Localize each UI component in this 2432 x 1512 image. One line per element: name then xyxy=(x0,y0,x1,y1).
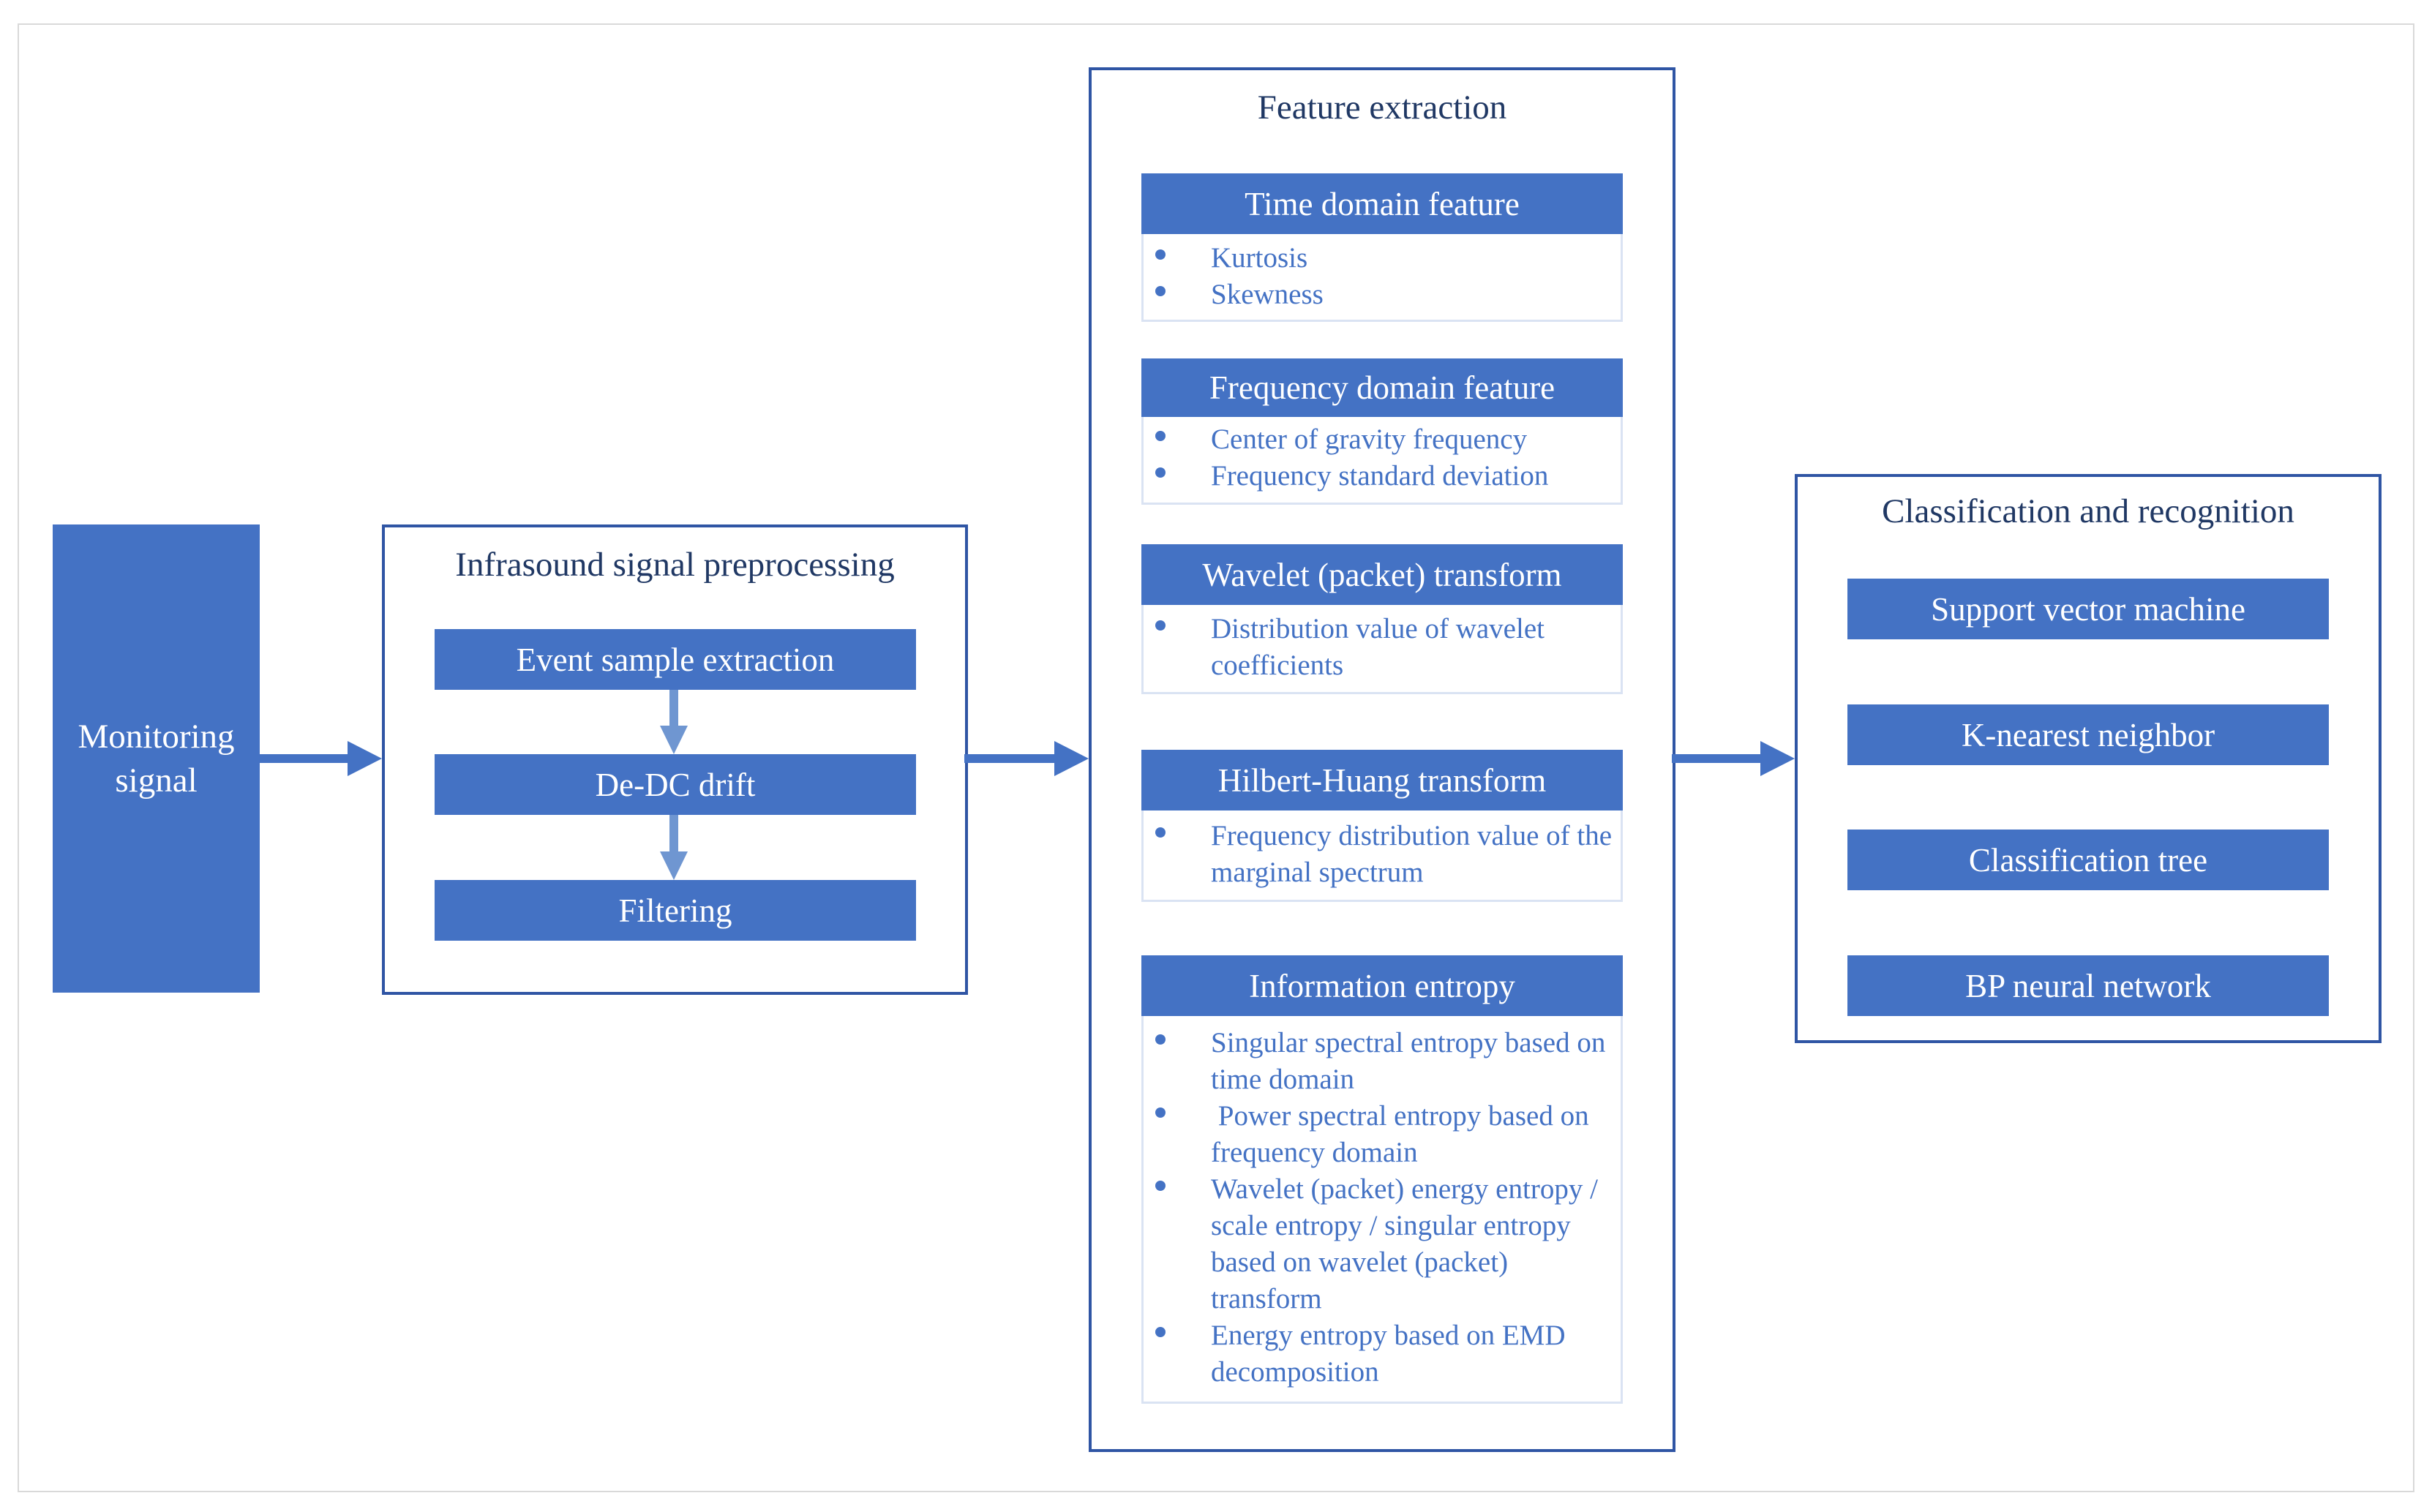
bullet-icon xyxy=(1155,1107,1166,1118)
group-title-information-entropy: Information entropy xyxy=(1141,955,1623,1016)
group-title-hilbert-huang: Hilbert-Huang transform xyxy=(1141,750,1623,810)
monitoring-signal-label: Monitoring signal xyxy=(78,718,235,800)
list-item: Singular spectral entropy based on time … xyxy=(1144,1025,1621,1098)
list-item: Skewness xyxy=(1144,277,1621,313)
preprocessing-title: Infrasound signal preprocessing xyxy=(455,546,895,584)
list-item: Distribution value of wavelet coefficien… xyxy=(1144,611,1621,684)
diagram-frame xyxy=(18,23,2414,1492)
step-filtering: Filtering xyxy=(435,880,916,941)
arrow-step1-to-step2 xyxy=(660,690,688,754)
method-classification-tree: Classification tree xyxy=(1847,830,2329,890)
group-items-time-domain: Kurtosis Skewness xyxy=(1141,234,1623,322)
group-title-time-domain: Time domain feature xyxy=(1141,173,1623,234)
arrow-features-to-classification xyxy=(1672,741,1795,776)
list-item: Wavelet (packet) energy entropy / scale … xyxy=(1144,1171,1621,1317)
list-item: Frequency distribution value of the marg… xyxy=(1144,818,1621,891)
bullet-icon xyxy=(1155,827,1166,838)
list-item: Center of gravity frequency xyxy=(1144,421,1621,458)
method-bp-neural-network: BP neural network xyxy=(1847,955,2329,1016)
bullet-icon xyxy=(1155,1181,1166,1191)
list-item: Power spectral entropy based on frequenc… xyxy=(1144,1098,1621,1171)
group-items-information-entropy: Singular spectral entropy based on time … xyxy=(1141,1016,1623,1404)
method-k-nearest-neighbor: K-nearest neighbor xyxy=(1847,704,2329,765)
arrow-step2-to-step3 xyxy=(660,815,688,880)
list-item: Kurtosis xyxy=(1144,240,1621,277)
bullet-icon xyxy=(1155,620,1166,631)
bullet-icon xyxy=(1155,1034,1166,1045)
group-items-wavelet: Distribution value of wavelet coefficien… xyxy=(1141,605,1623,694)
bullet-icon xyxy=(1155,286,1166,296)
monitoring-signal-box: Monitoring signal xyxy=(53,524,260,993)
bullet-icon xyxy=(1155,1327,1166,1337)
group-items-frequency-domain: Center of gravity frequency Frequency st… xyxy=(1141,417,1623,505)
list-item: Frequency standard deviation xyxy=(1144,458,1621,494)
list-item: Energy entropy based on EMD decompositio… xyxy=(1144,1317,1621,1391)
feature-extraction-title: Feature extraction xyxy=(1257,89,1507,127)
bullet-icon xyxy=(1155,431,1166,441)
arrow-monitoring-to-preprocessing xyxy=(260,741,382,776)
bullet-icon xyxy=(1155,249,1166,260)
classification-title: Classification and recognition xyxy=(1882,492,2294,530)
method-support-vector-machine: Support vector machine xyxy=(1847,579,2329,639)
bullet-icon xyxy=(1155,467,1166,478)
group-title-wavelet: Wavelet (packet) transform xyxy=(1141,544,1623,605)
group-items-hilbert-huang: Frequency distribution value of the marg… xyxy=(1141,810,1623,902)
arrow-preprocessing-to-features xyxy=(964,741,1089,776)
group-title-frequency-domain: Frequency domain feature xyxy=(1141,358,1623,417)
step-de-dc-drift: De-DC drift xyxy=(435,754,916,815)
step-event-sample-extraction: Event sample extraction xyxy=(435,629,916,690)
